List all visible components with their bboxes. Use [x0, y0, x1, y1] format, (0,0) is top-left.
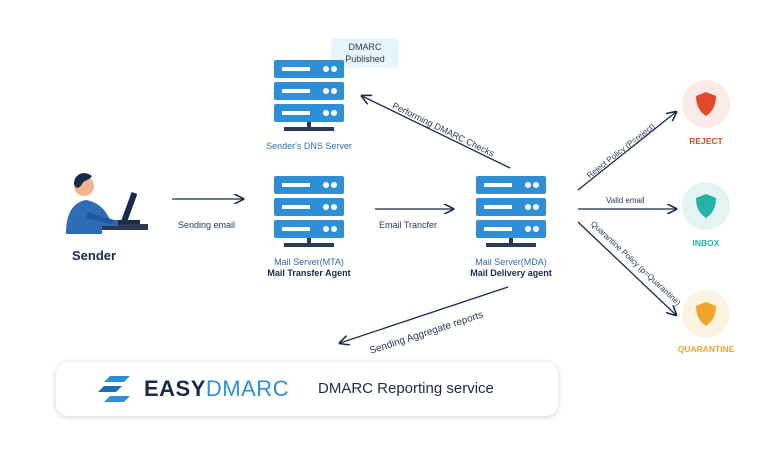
reject-label: REJECT: [689, 136, 723, 146]
sending-email-label: Sending email: [178, 220, 236, 230]
arrow-reject: [577, 112, 676, 191]
dns-server-icon: [274, 60, 344, 132]
inbox-label: INBOX: [692, 238, 720, 248]
easydmarc-wordmark: EASYDMARC: [144, 376, 289, 402]
mta-sublabel: Mail Transfer Agent: [267, 268, 351, 278]
brand-easy: EASY: [144, 376, 206, 401]
quarantine-shield-badge: [682, 290, 730, 338]
bubble-line-2: Published: [345, 54, 385, 64]
brand-dmarc: DMARC: [205, 376, 290, 401]
easydmarc-logo-icon: [98, 376, 130, 402]
arrow-dmarc-checks: [362, 96, 511, 169]
mda-label: Mail Server(MDA): [475, 257, 547, 267]
mda-server-icon: [476, 176, 546, 248]
quarantine-label: QUARANTINE: [677, 344, 735, 354]
shield-icon: [696, 194, 716, 218]
sender-label: Sender: [72, 248, 117, 263]
sender-illustration: [58, 164, 152, 236]
mta-label: Mail Server(MTA): [274, 257, 344, 267]
email-transfer-label: Email Trancfer: [379, 220, 438, 230]
shield-icon: [696, 92, 716, 116]
mda-sublabel: Mail Delivery agent: [470, 268, 552, 278]
reporting-service-label: DMARC Reporting service: [318, 380, 494, 397]
mta-server-icon: [274, 176, 344, 248]
reject-shield-badge: [682, 80, 730, 128]
shield-icon: [696, 302, 716, 326]
reporting-service-panel: EASYDMARC DMARC Reporting service: [56, 362, 558, 416]
inbox-shield-badge: [682, 182, 730, 230]
dns-server-label: Sender's DNS Server: [266, 141, 352, 151]
bubble-line-1: DMARC: [348, 42, 382, 52]
arrow-quarantine: [577, 221, 676, 315]
valid-email-label: Valid email: [606, 196, 645, 205]
arrow-aggregate-reports: [340, 286, 509, 343]
